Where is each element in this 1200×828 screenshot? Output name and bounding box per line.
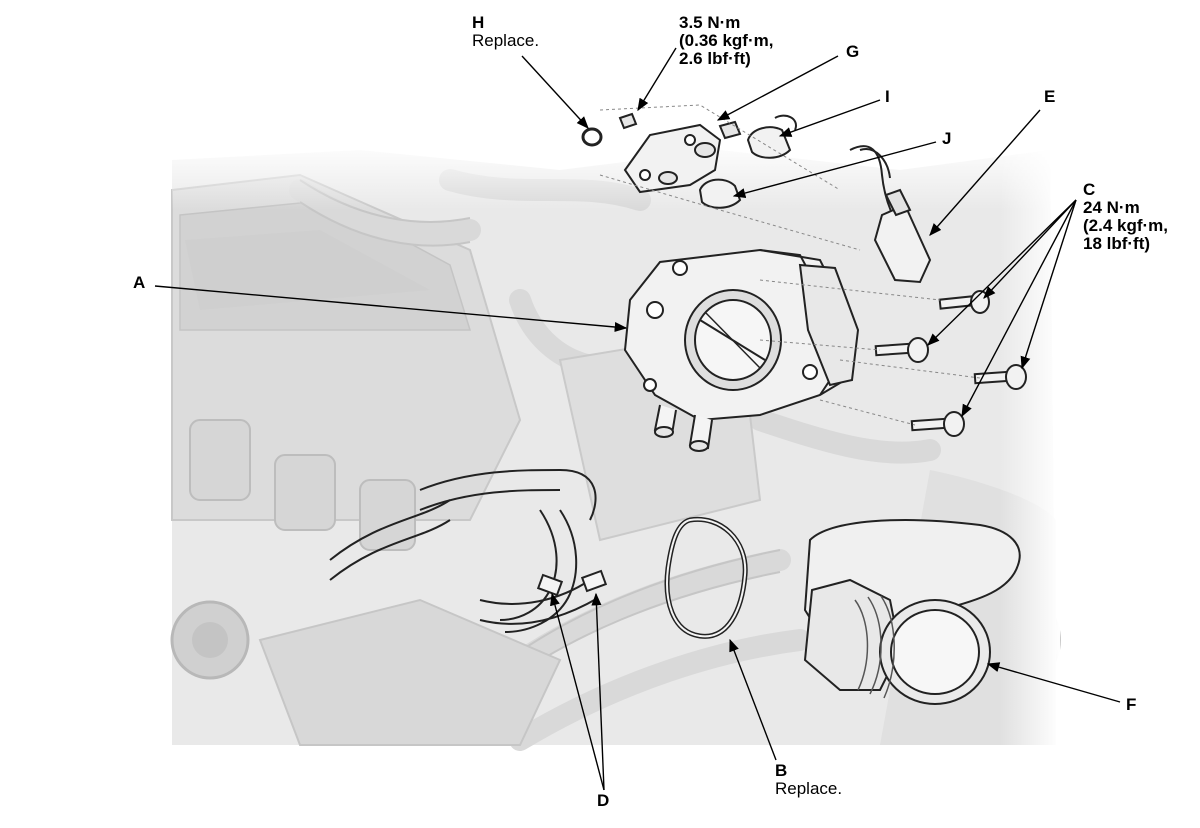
label-h-letter: H	[472, 13, 485, 32]
gasket-b	[664, 516, 748, 639]
label-b-note: Replace.	[775, 779, 843, 798]
leader-c3	[1020, 199, 1077, 370]
label-j-letter: J	[942, 129, 952, 148]
bolt-c-4	[910, 411, 965, 437]
label-e: E	[1044, 88, 1055, 106]
leader-c1	[983, 199, 1077, 299]
leader-d1	[550, 592, 605, 791]
label-b: B Replace.	[775, 762, 842, 798]
label-f: F	[1126, 696, 1136, 714]
label-i: I	[885, 88, 890, 106]
label-g-torque: 3.5 N·m (0.36 kgf·m, 2.6 lbf·ft)	[679, 14, 773, 68]
intake-duct-f	[803, 519, 1021, 705]
bolt-c-2	[874, 337, 929, 363]
label-g-torque-kgf: (0.36 kgf·m,	[679, 31, 774, 50]
leader-i	[778, 99, 881, 137]
leader-lines	[154, 47, 1121, 791]
label-i-letter: I	[885, 87, 890, 106]
label-g-torque-nm: 3.5 N·m	[679, 13, 741, 32]
label-g-letter: G	[846, 42, 860, 61]
o-ring-h	[581, 127, 603, 147]
label-g: G	[846, 43, 859, 61]
label-h: H Replace.	[472, 14, 539, 50]
harness-e	[849, 145, 932, 284]
leader-b	[729, 638, 777, 761]
label-c-torque-nm: 24 N·m	[1083, 198, 1140, 217]
leader-g-torque	[637, 47, 677, 112]
label-f-letter: F	[1126, 695, 1137, 714]
label-a: A	[133, 274, 145, 292]
leader-j	[732, 141, 937, 198]
coolant-hoses	[329, 468, 608, 633]
leader-c2	[927, 199, 1077, 346]
label-e-letter: E	[1044, 87, 1056, 106]
label-g-torque-lbf: 2.6 lbf·ft)	[679, 49, 751, 68]
leader-d2	[591, 592, 605, 791]
label-c-torque-lbf: 18 lbf·ft)	[1083, 234, 1151, 253]
leader-g	[716, 55, 839, 121]
label-a-letter: A	[133, 273, 146, 292]
hose-j	[698, 178, 742, 209]
leader-h	[521, 55, 589, 129]
throttle-body	[623, 248, 860, 452]
label-c-letter: C	[1083, 180, 1096, 199]
label-c-torque-kgf: (2.4 kgf·m,	[1083, 216, 1169, 235]
label-j: J	[942, 130, 951, 148]
hose-clamp-i	[746, 114, 797, 159]
label-b-letter: B	[775, 761, 788, 780]
leader-f	[986, 662, 1121, 703]
leader-a	[154, 285, 628, 333]
leader-c4	[961, 199, 1077, 418]
label-c: C 24 N·m (2.4 kgf·m, 18 lbf·ft)	[1083, 181, 1168, 253]
assembly-guides	[599, 104, 981, 426]
label-h-note: Replace.	[472, 31, 540, 50]
label-d-letter: D	[597, 791, 610, 810]
leader-e	[929, 109, 1041, 236]
label-d: D	[597, 792, 609, 810]
